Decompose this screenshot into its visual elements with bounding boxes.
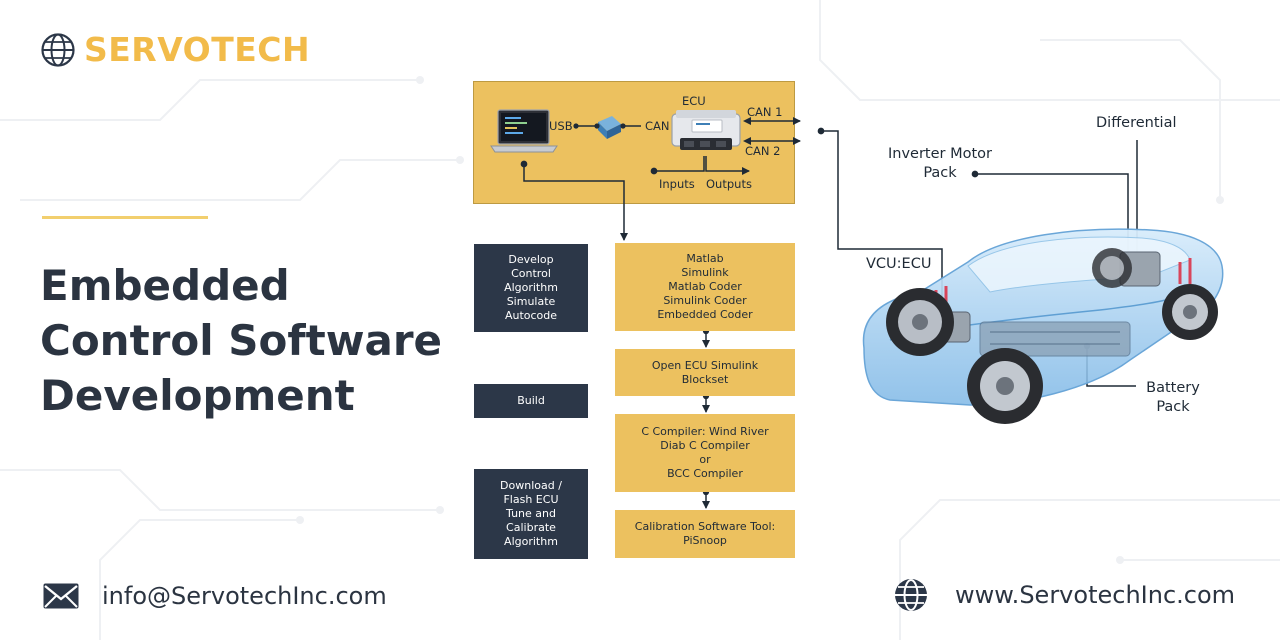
tool-compiler-text: C Compiler: Wind River Diab C Compiler o… — [641, 425, 769, 480]
usb-can-adapter-icon — [598, 116, 621, 139]
tool-calibration: Calibration Software Tool: PiSnoop — [615, 510, 795, 558]
outputs-label: Outputs — [706, 177, 752, 191]
inputs-label: Inputs — [659, 177, 695, 191]
page-title: Embedded Control Software Development — [40, 258, 470, 423]
can2-label: CAN 2 — [745, 144, 781, 158]
tool-matlab: Matlab Simulink Matlab Coder Simulink Co… — [615, 243, 795, 331]
step-download-text: Download / Flash ECU Tune and Calibrate … — [500, 479, 562, 548]
globe-icon — [41, 32, 75, 67]
inverter-motor-label: Inverter Motor Pack — [887, 146, 992, 181]
brand-name: SERVOTECH — [84, 30, 311, 69]
title-line-2: Control Software — [40, 316, 443, 365]
differential-label: Differential — [1096, 115, 1177, 131]
accent-divider — [42, 216, 208, 219]
ecu-module-icon — [671, 110, 741, 150]
tool-openecu-text: Open ECU Simulink Blockset — [651, 358, 759, 386]
vcu-label: VCU:ECU — [866, 256, 932, 272]
title-line-1: Embedded — [40, 261, 290, 310]
electric-car-illustration — [862, 228, 1224, 424]
email-address[interactable]: info@ServotechInc.com — [102, 582, 387, 610]
can-label: CAN — [645, 119, 670, 133]
step-download: Download / Flash ECU Tune and Calibrate … — [474, 469, 588, 559]
tool-matlab-text: Matlab Simulink Matlab Coder Simulink Co… — [657, 252, 753, 321]
step-build: Build — [474, 384, 588, 418]
brand-logo: SERVOTECH — [40, 30, 310, 69]
laptop-icon — [490, 109, 558, 153]
email-contact[interactable]: info@ServotechInc.com — [42, 582, 387, 610]
step-build-text: Build — [517, 394, 545, 407]
tool-compiler: C Compiler: Wind River Diab C Compiler o… — [615, 414, 795, 492]
envelope-icon — [43, 583, 79, 609]
tool-openecu: Open ECU Simulink Blockset — [615, 349, 795, 396]
step-develop: Develop Control Algorithm Simulate Autoc… — [474, 244, 588, 332]
usb-label: USB — [549, 119, 573, 133]
title-line-3: Development — [40, 371, 355, 420]
globe-icon — [895, 579, 927, 611]
ecu-label: ECU — [682, 94, 706, 108]
website-contact[interactable]: www.ServotechInc.com — [893, 577, 1235, 613]
battery-pack-label: Battery Pack — [1146, 380, 1200, 415]
step-develop-text: Develop Control Algorithm Simulate Autoc… — [504, 253, 558, 322]
can1-label: CAN 1 — [747, 105, 783, 119]
website-url[interactable]: www.ServotechInc.com — [955, 581, 1236, 609]
tool-calibration-text: Calibration Software Tool: PiSnoop — [634, 520, 776, 547]
